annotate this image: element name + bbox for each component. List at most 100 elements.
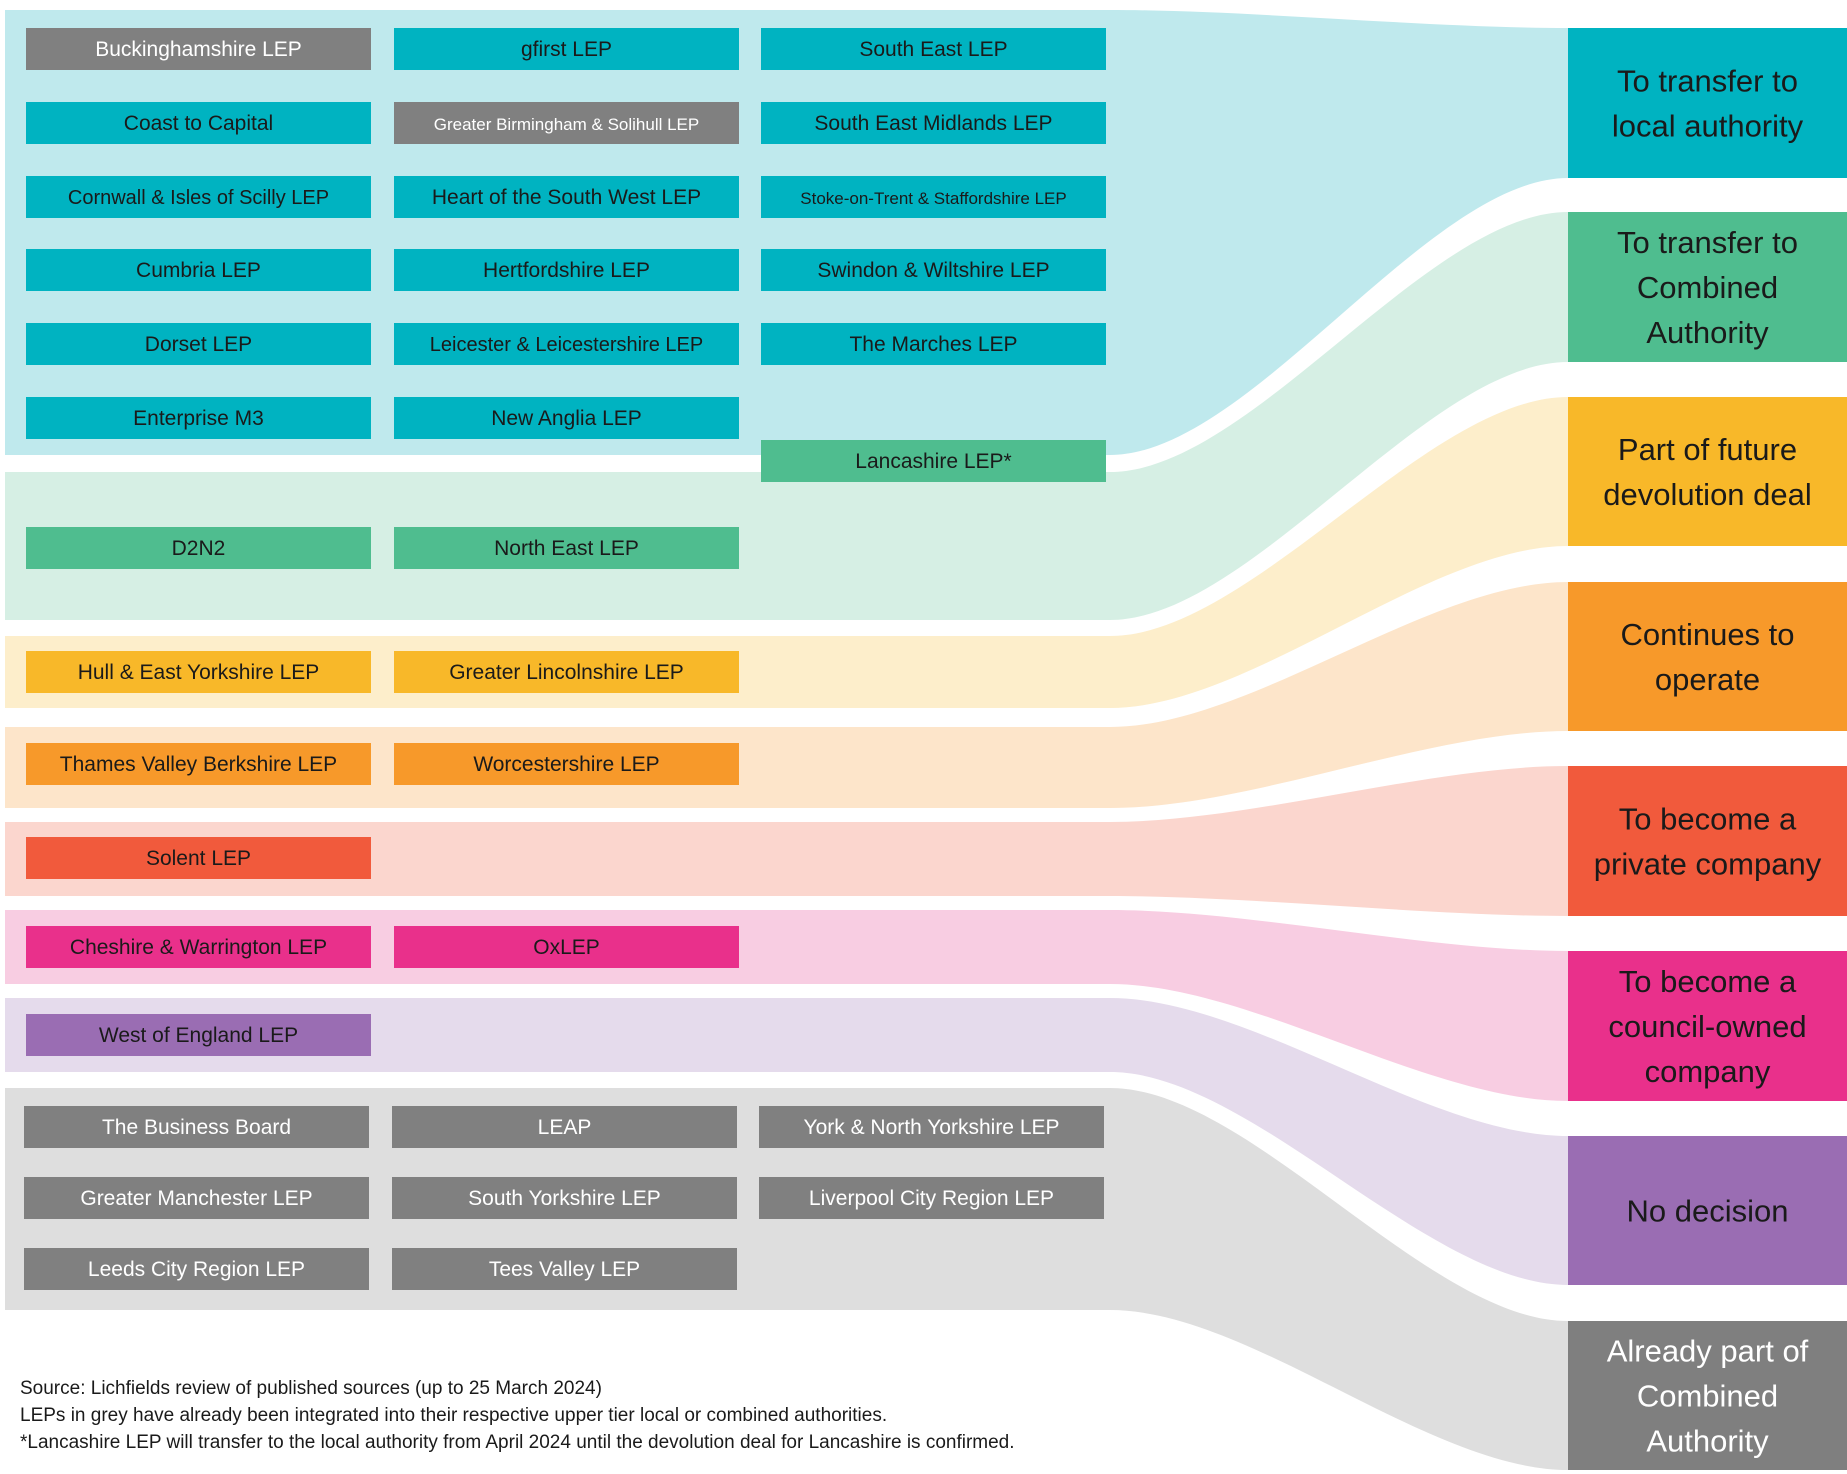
lep-box: Heart of the South West LEP — [394, 176, 739, 218]
lep-label: Swindon & Wiltshire LEP — [817, 259, 1049, 282]
lep-label: Cumbria LEP — [136, 259, 261, 282]
lep-box-fill — [394, 28, 739, 70]
lep-box-fill — [26, 397, 371, 439]
lep-boxes: Buckinghamshire LEP Coast to CapitalCornw… — [24, 28, 1106, 1290]
lep-box: Stoke-on-Trent & Staffordshire LEP — [761, 176, 1106, 218]
lep-label: Dorset LEP — [145, 333, 252, 356]
destination-label: Part of future — [1618, 432, 1797, 467]
lep-box: York & North Yorkshire LEP — [759, 1106, 1104, 1148]
lep-box-fill — [394, 102, 739, 144]
lep-box: Liverpool City Region LEP — [759, 1177, 1104, 1219]
destination-label: private company — [1594, 847, 1822, 882]
lep-box: South East Midlands LEP — [761, 102, 1106, 144]
destination-label: Combined — [1637, 1379, 1778, 1414]
flow-band-no-decision — [5, 998, 1568, 1285]
lep-box: gfirst LEP — [394, 28, 739, 70]
lep-box: Lancashire LEP* — [761, 440, 1106, 482]
lep-box-fill — [394, 323, 739, 365]
destination-label: To become a — [1619, 964, 1797, 999]
destination-label: Authority — [1646, 315, 1769, 350]
lep-box: South Yorkshire LEP — [392, 1177, 737, 1219]
destination-label: Authority — [1646, 1424, 1769, 1459]
lep-box-fill — [26, 926, 371, 968]
lep-box-fill — [761, 102, 1106, 144]
lep-label: Leicester & Leicestershire LEP — [430, 334, 703, 356]
lep-box-fill — [392, 1248, 737, 1290]
lep-box-fill — [394, 651, 739, 693]
lep-box-fill — [26, 176, 371, 218]
lep-box: Buckinghamshire LEP — [26, 28, 371, 70]
lep-box: Coast to Capital — [26, 102, 371, 144]
lep-box: Greater Birmingham & Solihull LEP — [394, 102, 739, 144]
destination-label: No decision — [1627, 1194, 1789, 1229]
lep-box: West of England LEP — [26, 1014, 371, 1056]
lep-box: LEAP — [392, 1106, 737, 1148]
lep-box: Leicester & Leicestershire LEP — [394, 323, 739, 365]
lep-box-fill — [392, 1177, 737, 1219]
source-note: Source: Lichfields review of published s… — [20, 1378, 602, 1399]
destination-label: operate — [1655, 662, 1760, 697]
lep-label: Greater Manchester LEP — [80, 1187, 312, 1210]
lep-box-fill — [392, 1106, 737, 1148]
lep-box-fill — [394, 397, 739, 439]
lep-box-fill — [26, 1014, 371, 1056]
lep-label: Hull & East Yorkshire LEP — [78, 661, 320, 684]
destination-label: Already part of — [1607, 1334, 1809, 1369]
lep-box-fill — [24, 1177, 369, 1219]
destination-fill — [1568, 766, 1847, 916]
lep-box: Swindon & Wiltshire LEP — [761, 249, 1106, 291]
lep-box-fill — [26, 527, 371, 569]
lep-label: Coast to Capital — [124, 112, 273, 135]
lep-box-fill — [394, 527, 739, 569]
lep-box: Hertfordshire LEP — [394, 249, 739, 291]
destination-label: Combined — [1637, 270, 1778, 305]
destination-fill — [1568, 1136, 1847, 1285]
lep-box-fill — [24, 1106, 369, 1148]
lep-box-fill — [26, 323, 371, 365]
destination-label: local authority — [1612, 109, 1804, 144]
lep-box-fill — [759, 1177, 1104, 1219]
lep-box: Dorset LEP — [26, 323, 371, 365]
lep-label: South Yorkshire LEP — [468, 1187, 661, 1210]
flow-band-combined-authority — [5, 212, 1568, 620]
lep-box-fill — [26, 837, 371, 879]
lep-box-fill — [26, 28, 371, 70]
lep-box-fill — [394, 926, 739, 968]
destination-fill — [1568, 397, 1847, 546]
lep-box: Cheshire & Warrington LEP — [26, 926, 371, 968]
lep-box-fill — [394, 176, 739, 218]
lep-label: Stoke-on-Trent & Staffordshire LEP — [800, 189, 1066, 208]
lep-box-fill — [759, 1106, 1104, 1148]
grey-lep-note: LEPs in grey have already been integrate… — [20, 1405, 888, 1426]
lep-box: South East LEP — [761, 28, 1106, 70]
lep-label: South East LEP — [859, 38, 1007, 61]
lep-box: Enterprise M3 — [26, 397, 371, 439]
lep-box: Cumbria LEP — [26, 249, 371, 291]
lep-box-fill — [26, 102, 371, 144]
footnotes: Source: Lichfields review of published s… — [20, 1375, 1120, 1456]
destination-fill — [1568, 212, 1847, 362]
destination-no-decision: No decision — [1568, 1136, 1847, 1285]
lep-box: Worcestershire LEP — [394, 743, 739, 785]
lep-label: Tees Valley LEP — [489, 1258, 640, 1281]
lep-label: Liverpool City Region LEP — [809, 1187, 1054, 1210]
destination-label: council-owned — [1608, 1009, 1806, 1044]
lep-label: Cheshire & Warrington LEP — [70, 936, 327, 959]
lep-box: Greater Lincolnshire LEP — [394, 651, 739, 693]
lep-box-fill — [761, 323, 1106, 365]
lep-label: D2N2 — [172, 537, 226, 560]
lep-label: The Business Board — [102, 1116, 291, 1139]
lep-label: Heart of the South West LEP — [432, 186, 701, 209]
lep-label: Solent LEP — [146, 847, 251, 870]
lep-box-fill — [761, 440, 1106, 482]
lep-box-fill — [26, 743, 371, 785]
lep-label: OxLEP — [533, 936, 600, 959]
lep-box: Cornwall & Isles of Scilly LEP — [26, 176, 371, 218]
lep-box-fill — [24, 1248, 369, 1290]
